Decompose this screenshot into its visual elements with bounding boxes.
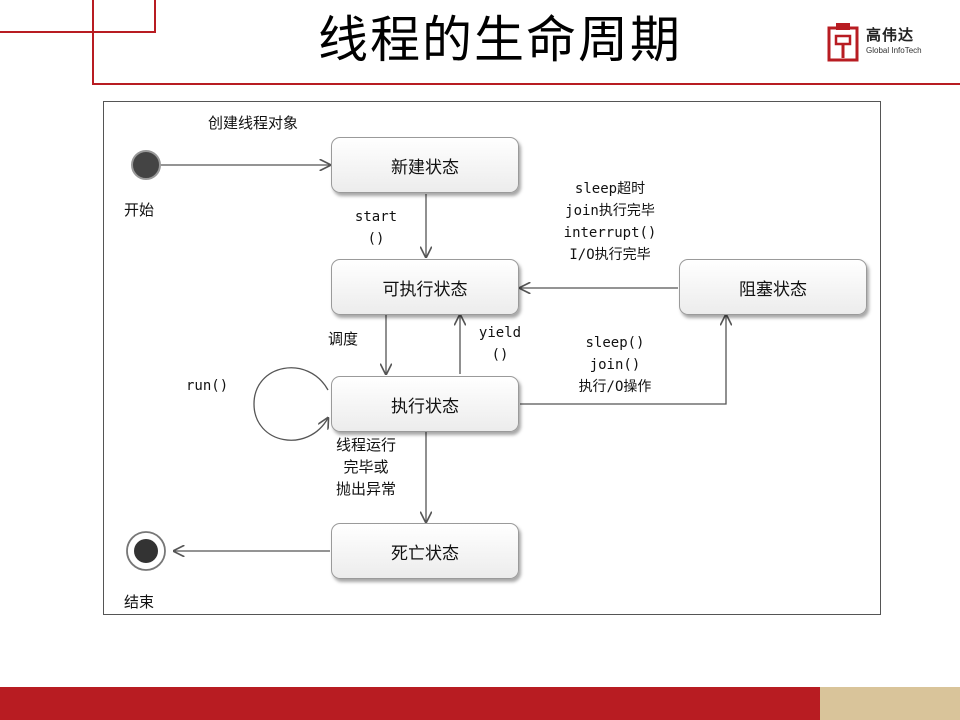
label-start: start (): [346, 206, 406, 250]
label-from-blocked-line-2: join执行完毕: [565, 203, 655, 219]
state-running: 执行状态: [331, 376, 519, 432]
footer-bar-tan: [820, 687, 960, 720]
state-blocked: 阻塞状态: [679, 259, 867, 315]
label-to-blocked-line-1: sleep(): [585, 335, 645, 351]
decor-line-v1: [154, 0, 156, 33]
slide-title: 线程的生命周期: [318, 11, 682, 69]
company-logo: 高伟达 Global InfoTech: [826, 22, 936, 64]
label-to-blocked-line-3: 执行/O操作: [578, 379, 652, 395]
state-new: 新建状态: [331, 137, 519, 193]
label-yield: yield (): [470, 322, 530, 366]
label-to-dead-line-1: 线程运行: [335, 436, 396, 454]
label-run: run(): [186, 378, 229, 394]
label-schedule: 调度: [328, 330, 359, 348]
decor-line-h1: [0, 31, 155, 33]
start-node: [131, 150, 161, 180]
label-to-blocked-line-2: join(): [589, 357, 641, 373]
label-create: 创建线程对象: [208, 114, 299, 132]
decor-line-v2: [92, 0, 94, 84]
label-start-line-2: (): [367, 231, 385, 247]
label-from-blocked-line-1: sleep超时: [574, 181, 646, 197]
label-to-blocked: sleep() join() 执行/O操作: [550, 332, 680, 398]
edge-to-blocked: [520, 315, 726, 405]
label-start-line-1: start: [354, 209, 398, 225]
logo-en-name: Global InfoTech: [866, 46, 922, 55]
start-label: 开始: [124, 201, 155, 219]
end-node-core: [134, 539, 158, 563]
thread-lifecycle-diagram: 新建状态 可执行状态 执行状态 阻塞状态 死亡状态 开始 结束 创建线程对象 s…: [103, 101, 881, 615]
label-to-dead: 线程运行 完毕或 抛出异常: [318, 434, 414, 500]
state-dead: 死亡状态: [331, 523, 519, 579]
label-yield-line-1: yield: [478, 325, 522, 341]
decor-line-h2: [92, 83, 960, 85]
label-yield-line-2: (): [491, 347, 509, 363]
diagram-connectors: [126, 150, 880, 571]
footer-bar-red: [0, 687, 820, 720]
end-label: 结束: [124, 593, 155, 611]
logo-mark-icon: [827, 23, 859, 62]
label-to-dead-line-3: 抛出异常: [335, 480, 396, 498]
state-runnable: 可执行状态: [331, 259, 519, 315]
label-from-blocked: sleep超时 join执行完毕 interrupt() I/O执行完毕: [540, 178, 680, 266]
label-from-blocked-line-4: I/O执行完毕: [569, 247, 651, 263]
label-from-blocked-line-3: interrupt(): [563, 225, 657, 241]
edge-run-loop: [253, 367, 328, 441]
logo-cn-name: 高伟达: [866, 26, 915, 44]
label-to-dead-line-2: 完毕或: [343, 458, 389, 476]
